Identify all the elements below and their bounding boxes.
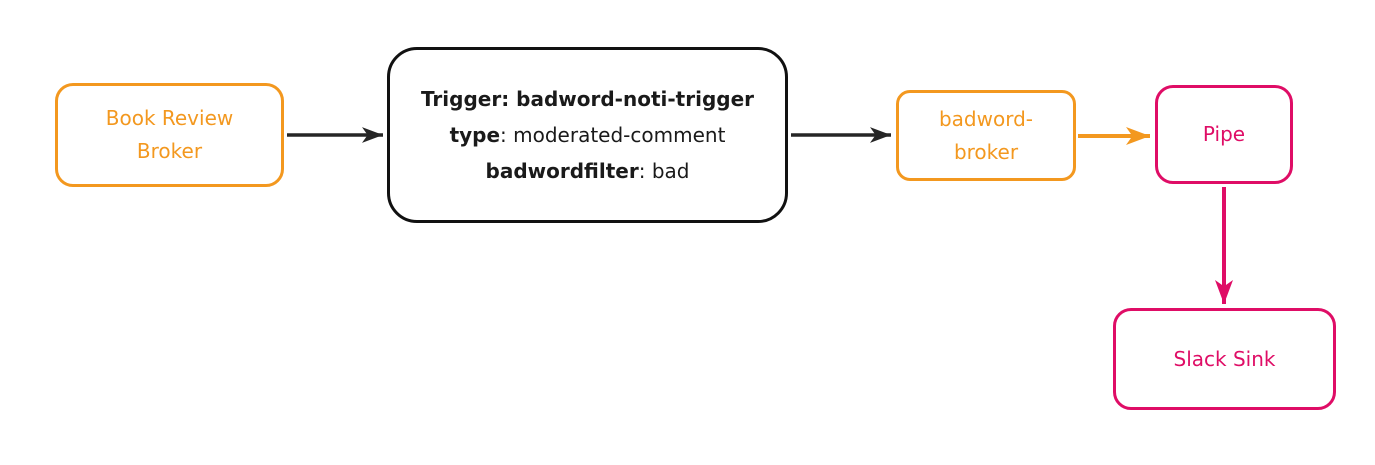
node-book-review-broker-label-line2: Broker [136,139,203,163]
trigger-filter-line3-value: : bad [638,159,690,183]
node-pipe-label: Pipe [1202,122,1246,146]
node-slack-sink-label: Slack Sink [1173,346,1276,371]
trigger-filter-line1-text: Trigger: badword-noti-trigger [420,87,755,111]
trigger-filter-line2-key: type [449,123,501,147]
node-book-review-broker: Book Review Broker [55,83,284,187]
node-badword-broker-label-line2: broker [953,139,1019,164]
node-pipe: Pipe [1155,85,1293,184]
trigger-filter-line3-key: badwordfilter [485,159,639,183]
trigger-filter-line2: type: moderated-comment [450,117,726,153]
node-book-review-broker-label-line1: Book Review [105,106,234,130]
node-trigger-filter: Trigger: badword-noti-trigger type: mode… [387,47,788,223]
node-slack-sink: Slack Sink [1113,308,1336,410]
node-badword-broker: badword- broker [896,90,1076,181]
trigger-filter-line3: badwordfilter: bad [486,153,690,189]
node-badword-broker-label-line1: badword- [938,106,1034,131]
trigger-filter-line1: Trigger: badword-noti-trigger [421,81,754,117]
trigger-filter-line2-value: : moderated-comment [500,123,726,147]
